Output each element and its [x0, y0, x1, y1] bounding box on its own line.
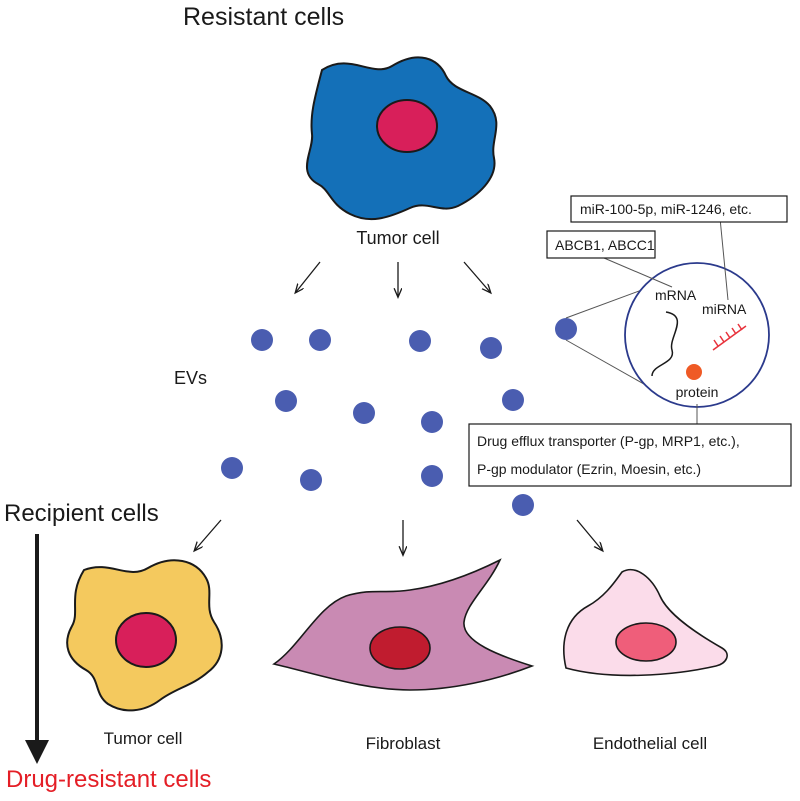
mrna-label: mRNA — [655, 287, 697, 303]
ev-dot — [251, 329, 273, 351]
recipient-fibroblast-label: Fibroblast — [366, 734, 441, 753]
mirna-callout-line — [719, 217, 729, 301]
mirna-callout-box — [570, 195, 788, 223]
recipient-tumor-cell — [66, 559, 223, 712]
fibroblast-nucleus — [369, 626, 431, 670]
recipient-endothelial-label: Endothelial cell — [593, 734, 707, 753]
uptake-arrow-endothelial — [576, 519, 602, 550]
fibroblast-body — [272, 558, 535, 691]
ev-dot — [275, 390, 297, 412]
recipient-cells-title: Recipient cells — [4, 500, 159, 527]
source-cell-label: Tumor cell — [356, 228, 439, 248]
uptake-arrow-tumor — [195, 519, 222, 550]
mrna-callout-line — [603, 257, 673, 288]
ev-dot — [409, 330, 431, 352]
resistant-cell-nucleus — [376, 99, 438, 153]
protein-callout-line2: P-gp modulator (Ezrin, Moesin, etc.) — [477, 461, 701, 477]
protein-dot — [686, 364, 702, 380]
ev-content-inset: mRNA miRNA protein — [624, 262, 770, 408]
ev-dot — [502, 389, 524, 411]
ev-cluster — [221, 318, 577, 516]
mirna-label: miRNA — [702, 301, 747, 317]
protein-callout-box — [468, 423, 792, 487]
mrna-strand — [651, 311, 679, 377]
mirna-strand — [712, 323, 747, 351]
ev-dot — [221, 457, 243, 479]
ev-dot — [421, 411, 443, 433]
protein-label: protein — [676, 384, 719, 400]
release-arrow-left — [296, 261, 321, 292]
release-arrows — [296, 261, 490, 296]
recipient-endothelial-cell — [563, 569, 728, 677]
protein-callout-line1: Drug efflux transporter (P-gp, MRP1, etc… — [477, 433, 740, 449]
release-arrow-right — [463, 261, 490, 292]
recipient-tumor-nucleus — [115, 612, 177, 668]
ev-dot — [421, 465, 443, 487]
mrna-callout-box — [546, 230, 656, 259]
mrna-callout-text: ABCB1, ABCC1 — [555, 237, 655, 253]
uptake-arrows — [195, 519, 602, 554]
evs-label: EVs — [174, 368, 207, 388]
resistant-tumor-cell — [306, 56, 498, 221]
mirna-callout-text: miR-100-5p, miR-1246, etc. — [580, 201, 752, 217]
ev-dot — [480, 337, 502, 359]
recipient-tumor-label: Tumor cell — [104, 729, 183, 748]
ev-dot — [512, 494, 534, 516]
ev-dot — [300, 469, 322, 491]
endothelial-nucleus — [615, 622, 677, 662]
outcome-label: Drug-resistant cells — [6, 766, 211, 793]
recipient-fibroblast — [272, 558, 535, 691]
ev-dot-zoomed — [555, 318, 577, 340]
ev-dot — [309, 329, 331, 351]
ev-dot — [353, 402, 375, 424]
resistant-cells-title: Resistant cells — [183, 3, 344, 31]
